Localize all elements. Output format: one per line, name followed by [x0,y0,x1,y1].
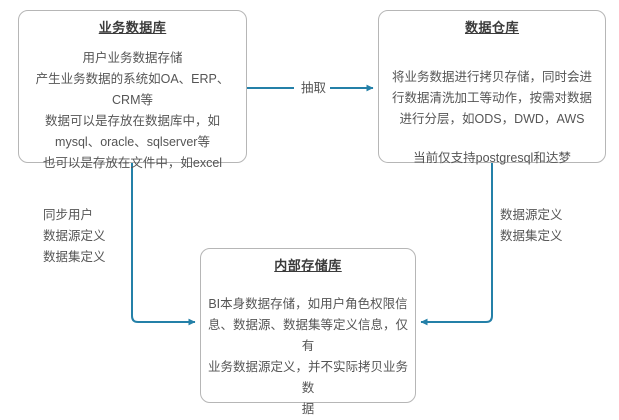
node-internal-storage-line-3: 业务数据源定义，并不实际拷贝业务数 [208,360,409,395]
edge-label-source-to-internal-line-3: 数据集定义 [43,250,106,264]
node-business-database-line-6: 也可以是存放在文件中，如excel [42,156,223,170]
node-data-warehouse-line-3: 进行分层，如ODS，DWD，AWS [399,112,585,126]
node-business-database[interactable]: 业务数据库 用户业务数据存储 产生业务数据的系统如OA、ERP、 CRM等 数据… [18,10,247,170]
node-business-database-title: 业务数据库 [98,20,167,35]
node-business-database-line-5: mysql、oracle、sqlserver等 [55,135,210,149]
edge-label-source-to-internal-line-1: 同步用户 [43,208,94,222]
edge-warehouse-to-internal-path [420,163,493,326]
node-business-database-line-3: CRM等 [112,93,153,107]
node-business-database-body: 用户业务数据存储 产生业务数据的系统如OA、ERP、 CRM等 数据可以是存放在… [19,48,246,174]
node-business-database-line-4: 数据可以是存放在数据库中，如 [44,114,220,128]
node-business-database-line-1: 用户业务数据存储 [82,51,183,65]
node-internal-storage-line-1: BI本身数据存储，如用户角色权限信 [208,297,408,311]
edge-label-extract: 抽取 [297,78,331,99]
node-internal-storage-line-4: 据 [301,402,315,416]
edge-label-extract-text: 抽取 [301,81,327,95]
edge-warehouse-to-internal [420,163,493,326]
node-data-warehouse[interactable]: 数据仓库 将业务数据进行拷贝存储，同时会进 行数据清洗加工等动作，按需对数据 进… [378,10,606,165]
node-internal-storage-title: 内部存储库 [274,258,342,273]
node-internal-storage-body: BI本身数据存储，如用户角色权限信 息、数据源、数据集等定义信息，仅有 业务数据… [201,294,415,420]
node-data-warehouse-title: 数据仓库 [464,20,519,35]
node-internal-storage[interactable]: 内部存储库 BI本身数据存储，如用户角色权限信 息、数据源、数据集等定义信息，仅… [200,248,416,416]
edge-label-source-to-internal: 同步用户 数据源定义 数据集定义 [43,205,106,268]
edge-label-warehouse-to-internal: 数据源定义 数据集定义 [500,205,563,247]
node-data-warehouse-line-1: 将业务数据进行拷贝存储，同时会进 [391,70,592,84]
node-business-database-line-2: 产生业务数据的系统如OA、ERP、 [35,72,230,86]
node-data-warehouse-line-2: 行数据清洗加工等动作，按需对数据 [391,91,592,105]
edge-label-warehouse-to-internal-line-2: 数据集定义 [500,229,563,243]
node-data-warehouse-note-line-1: 当前仅支持postgresql和达梦 [413,151,571,165]
edge-label-warehouse-to-internal-line-1: 数据源定义 [500,208,563,222]
node-internal-storage-line-2: 息、数据源、数据集等定义信息，仅有 [208,318,409,353]
edge-label-source-to-internal-line-2: 数据源定义 [43,229,106,243]
edge-source-to-internal-path [131,163,196,326]
edge-source-to-internal [131,163,196,326]
node-data-warehouse-body: 将业务数据进行拷贝存储，同时会进 行数据清洗加工等动作，按需对数据 进行分层，如… [379,67,605,130]
node-data-warehouse-note: 当前仅支持postgresql和达梦 [379,148,605,169]
